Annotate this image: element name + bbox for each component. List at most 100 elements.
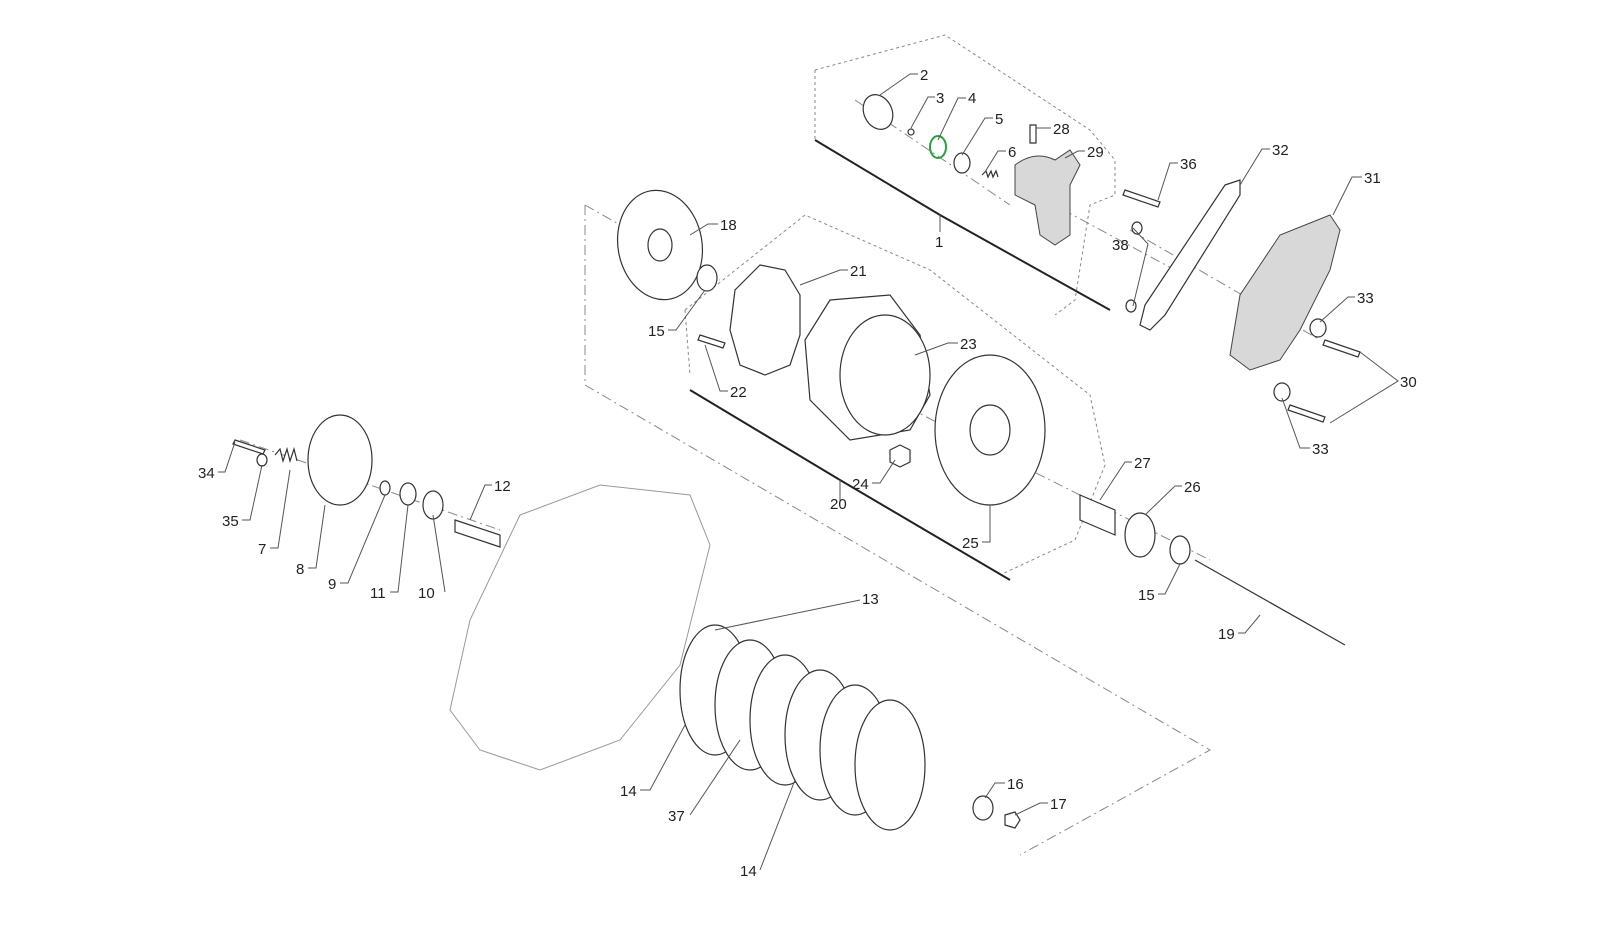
label-34: 34: [198, 465, 215, 482]
leader-lines: [218, 73, 1399, 871]
washer-15-bottom: [1169, 535, 1191, 565]
label-9: 9: [328, 576, 336, 593]
screw-28: [1029, 124, 1037, 144]
label-37: 37: [668, 808, 685, 825]
label-7: 7: [258, 541, 266, 558]
part-labels: 2 3 4 5 6 28 29 1 36 32 31 38 33 30 33 1…: [198, 67, 1417, 880]
leader-31: [1332, 176, 1362, 216]
clutch-basket-23-face: [839, 314, 931, 436]
label-14-left: 14: [620, 783, 637, 800]
leader-24: [872, 459, 896, 484]
leader-22: [704, 344, 728, 392]
label-6: 6: [1008, 144, 1016, 161]
label-2: 2: [920, 67, 928, 84]
leader-26: [1144, 485, 1182, 516]
leader-36: [1157, 162, 1178, 201]
label-21: 21: [850, 263, 867, 280]
label-11: 11: [370, 585, 386, 602]
label-19: 19: [1218, 626, 1235, 643]
label-10: 10: [418, 585, 435, 602]
spring-7: [274, 446, 298, 464]
leader-7: [270, 469, 291, 549]
pushrod-shaft-12: [454, 519, 501, 548]
label-5: 5: [995, 111, 1003, 128]
label-15-top: 15: [648, 323, 665, 340]
o-ring-2: [862, 94, 894, 130]
leader-9: [340, 494, 386, 584]
label-29: 29: [1087, 144, 1104, 161]
label-27: 27: [1134, 455, 1151, 472]
leader-14a: [640, 724, 686, 791]
label-31: 31: [1364, 170, 1381, 187]
group-20-outline: [684, 214, 1106, 576]
clutch-disc-6: [854, 699, 926, 831]
pushrod-19: [1194, 559, 1346, 646]
label-32: 32: [1272, 142, 1289, 159]
slave-cylinder-29: [1014, 149, 1081, 246]
leader-35: [242, 464, 263, 521]
leader-14b: [759, 779, 796, 871]
leader-38: [1132, 227, 1149, 307]
ball-3: [907, 128, 915, 136]
plate-21: [729, 264, 801, 376]
label-20: 20: [830, 496, 847, 513]
leader-15a: [668, 289, 706, 331]
gasket-32: [1139, 179, 1241, 331]
label-35: 35: [222, 513, 239, 530]
label-15-bottom: 15: [1138, 587, 1155, 604]
label-38: 38: [1112, 237, 1129, 254]
label-18: 18: [720, 217, 737, 234]
leader-23: [914, 342, 958, 356]
clutch-disc-stack: [679, 624, 926, 831]
washer-35: [256, 453, 268, 467]
bushing-27: [1079, 494, 1116, 536]
circlip-9: [379, 480, 391, 496]
leader-37: [689, 739, 741, 816]
leader-8: [308, 504, 326, 569]
bolt-30-top: [1322, 339, 1361, 358]
leader-30: [1329, 351, 1399, 424]
leader-27: [1099, 461, 1132, 501]
label-8: 8: [296, 561, 304, 578]
label-24: 24: [852, 476, 869, 493]
pressure-plate-8: [307, 414, 373, 506]
lock-washer-17: [1004, 811, 1021, 829]
leader-15b: [1158, 563, 1181, 595]
bearing-10: [422, 490, 444, 520]
cover-31: [1229, 214, 1341, 371]
leader-13: [714, 599, 861, 631]
label-28: 28: [1053, 121, 1070, 138]
leader-19: [1238, 614, 1261, 634]
label-26: 26: [1184, 479, 1201, 496]
label-23: 23: [960, 336, 977, 353]
bolt-30-bottom: [1287, 404, 1326, 423]
label-36: 36: [1180, 156, 1197, 173]
nut-24: [889, 444, 911, 468]
nut-16: [972, 795, 994, 821]
leader-32: [1239, 148, 1270, 186]
label-33-top: 33: [1357, 290, 1374, 307]
leader-6: [984, 150, 1006, 173]
parts: [232, 94, 1361, 831]
washer-15-top: [696, 264, 718, 292]
leader-33a: [1319, 296, 1355, 323]
leader-29: [1064, 150, 1085, 159]
needle-bearing-26: [1124, 512, 1156, 558]
o-ring-4-highlight: [929, 135, 947, 159]
leader-11: [390, 504, 409, 593]
label-30: 30: [1400, 374, 1417, 391]
leader-18: [689, 223, 718, 236]
label-25: 25: [962, 535, 979, 552]
leader-16: [984, 782, 1005, 799]
label-33-bottom: 33: [1312, 441, 1329, 458]
washer-38-top: [1131, 221, 1143, 235]
leader-25: [982, 505, 991, 543]
leader-17: [1014, 802, 1048, 816]
leader-34: [218, 441, 236, 473]
leader-3: [910, 96, 935, 129]
washer-11: [399, 482, 417, 506]
spring-6: [981, 169, 999, 179]
label-3: 3: [936, 90, 944, 107]
driven-gear-25-hub: [969, 404, 1011, 456]
